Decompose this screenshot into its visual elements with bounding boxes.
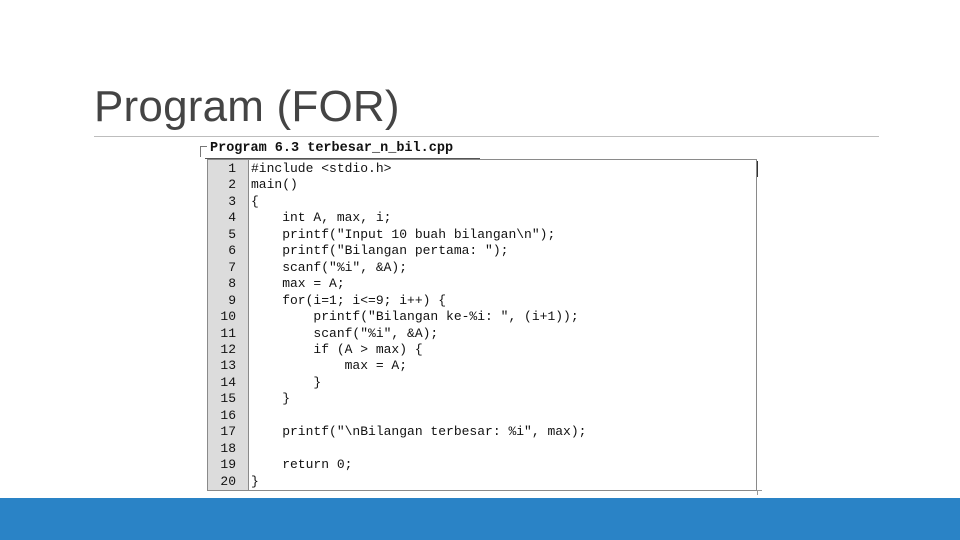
line-number: 2 <box>228 177 236 193</box>
box-edge-mark <box>757 161 758 177</box>
code-line: for(i=1; i<=9; i++) { <box>251 292 447 308</box>
line-number: 13 <box>220 358 236 374</box>
line-number: 1 <box>228 161 236 176</box>
code-line: } <box>251 374 322 390</box>
line-number: 18 <box>220 440 236 456</box>
line-number: 9 <box>228 292 236 308</box>
code-line: printf("Input 10 buah bilangan\n"); <box>251 226 556 242</box>
code-line: } <box>251 473 259 489</box>
code-line: max = A; <box>251 276 345 292</box>
code-line: printf("Bilangan pertama: "); <box>251 243 509 259</box>
title-divider <box>94 136 879 137</box>
code-line: return 0; <box>251 457 353 473</box>
slide-title: Program (FOR) <box>94 82 400 131</box>
line-number: 14 <box>220 374 236 390</box>
code-line: printf("Bilangan ke-%i: ", (i+1)); <box>251 309 579 325</box>
line-number: 3 <box>228 193 236 209</box>
line-number: 7 <box>228 259 236 275</box>
code-line: main() <box>251 177 298 193</box>
code-line: } <box>251 391 291 407</box>
code-line: if (A > max) { <box>251 341 423 357</box>
line-number: 16 <box>220 407 236 423</box>
caption-mark <box>200 146 207 157</box>
code-line: { <box>251 193 259 209</box>
corner-mark <box>757 490 762 495</box>
line-number: 6 <box>228 243 236 259</box>
bottom-accent-bar <box>0 498 960 540</box>
line-number: 10 <box>220 309 236 325</box>
line-number: 15 <box>220 391 236 407</box>
line-number: 12 <box>220 341 236 357</box>
code-line: #include <stdio.h> <box>251 161 392 176</box>
line-number: 20 <box>220 473 236 489</box>
line-number: 5 <box>228 226 236 242</box>
line-number: 4 <box>228 210 236 226</box>
program-caption: Program 6.3 terbesar_n_bil.cpp <box>210 141 454 156</box>
code-line: max = A; <box>251 358 408 374</box>
code-line: scanf("%i", &A); <box>251 325 439 341</box>
line-number: 11 <box>220 325 236 341</box>
line-number: 8 <box>228 276 236 292</box>
caption-underline <box>205 158 480 159</box>
code-line: int A, max, i; <box>251 210 392 226</box>
line-number: 19 <box>220 457 236 473</box>
code-line: printf("\nBilangan terbesar: %i", max); <box>251 424 587 440</box>
code-line: scanf("%i", &A); <box>251 259 408 275</box>
line-number: 17 <box>220 424 236 440</box>
